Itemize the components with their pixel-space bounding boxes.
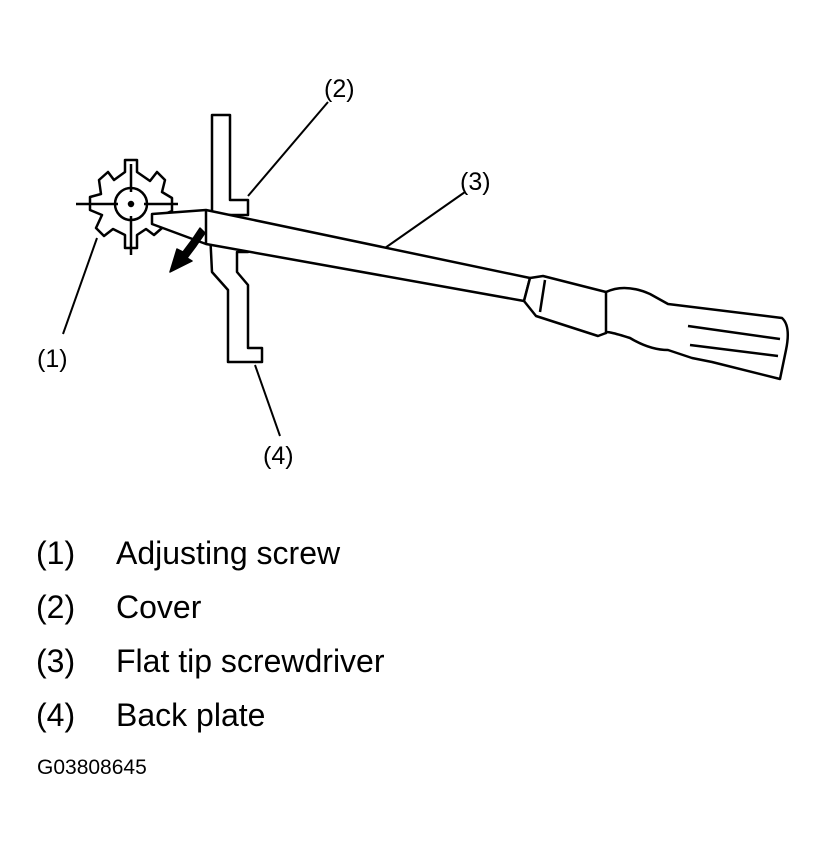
illustration: (2) (3) (1) (4) [37, 75, 790, 470]
legend-label: Adjusting screw [116, 534, 341, 571]
leader-lines [62, 101, 466, 437]
callout-1: (1) [37, 345, 68, 373]
callout-2: (2) [324, 75, 355, 103]
legend: (1) Adjusting screw (2) Cover (3) Flat t… [36, 526, 385, 742]
callout-3: (3) [460, 168, 491, 196]
cover [210, 113, 250, 217]
flat-tip-screwdriver [150, 208, 790, 381]
legend-item-back-plate: (4) Back plate [36, 688, 385, 742]
legend-label: Flat tip screwdriver [116, 642, 385, 679]
rotation-arrow [169, 227, 206, 273]
legend-item-cover: (2) Cover [36, 580, 385, 634]
figure-id: G03808645 [37, 756, 147, 779]
legend-number: (2) [36, 588, 76, 625]
legend-number: (1) [36, 534, 76, 571]
callout-4: (4) [263, 442, 294, 470]
legend-label: Cover [116, 588, 202, 625]
legend-item-adjusting-screw: (1) Adjusting screw [36, 526, 385, 580]
legend-item-flat-tip-screwdriver: (3) Flat tip screwdriver [36, 634, 385, 688]
legend-number: (4) [36, 696, 76, 733]
legend-label: Back plate [116, 696, 266, 733]
legend-number: (3) [36, 642, 76, 679]
adjusting-screw [76, 158, 178, 255]
